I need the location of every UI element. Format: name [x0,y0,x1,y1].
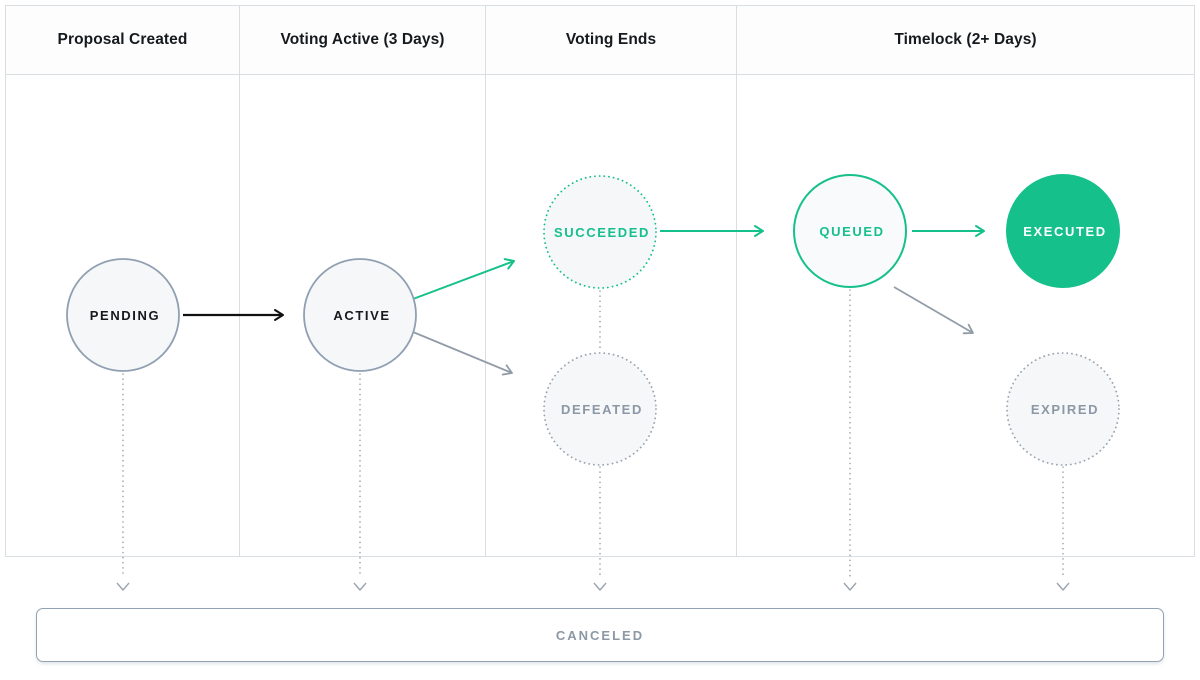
column-header-voting-ends: Voting Ends [486,6,736,75]
edge-queued-canceled [843,289,857,591]
node-pending: PENDING [66,258,180,372]
edge-pending-canceled [116,373,130,591]
node-queued: QUEUED [793,174,907,288]
node-active-label: ACTIVE [333,308,390,323]
node-executed-label: EXECUTED [1023,224,1107,239]
node-defeated: DEFEATED [543,352,657,466]
node-succeeded: SUCCEEDED [543,175,657,289]
column-proposal-created: Proposal Created [6,6,240,556]
node-active: ACTIVE [303,258,417,372]
column-voting-ends: Voting Ends [486,6,737,556]
node-expired: EXPIRED [1006,352,1120,466]
node-defeated-label: DEFEATED [561,402,643,417]
node-expired-label: EXPIRED [1031,402,1099,417]
canceled-label: CANCELED [555,627,645,643]
edge-expired-canceled [1056,466,1070,591]
column-header-proposal-created: Proposal Created [6,6,239,75]
node-succeeded-label: SUCCEEDED [554,225,650,240]
canceled-bar: CANCELED [36,608,1164,662]
edge-defeated-canceled [593,466,607,591]
edge-queued-expired [893,286,974,335]
edge-active-canceled [353,373,367,591]
edge-active-defeated [412,331,513,376]
node-executed: EXECUTED [1006,174,1120,288]
column-header-timelock: Timelock (2+ Days) [737,6,1194,75]
node-pending-label: PENDING [90,308,160,323]
node-queued-label: QUEUED [819,224,884,239]
column-header-voting-active: Voting Active (3 Days) [240,6,485,75]
column-voting-active: Voting Active (3 Days) [240,6,486,556]
column-timelock: Timelock (2+ Days) [737,6,1194,556]
edge-active-succeeded [412,258,515,300]
